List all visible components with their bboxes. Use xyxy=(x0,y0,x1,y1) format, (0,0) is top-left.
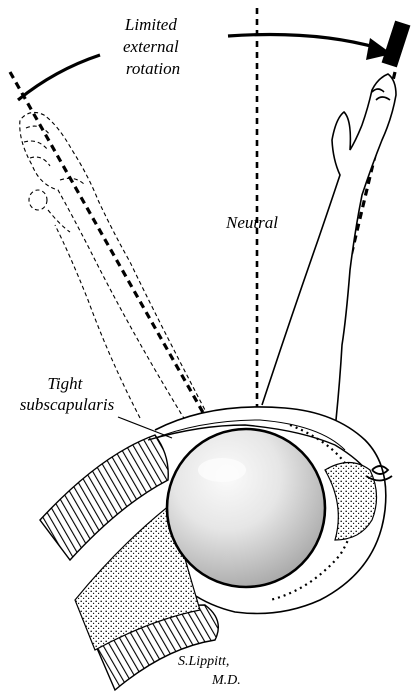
limited-rotation-label: Limited external rotation xyxy=(123,15,183,78)
humeral-head xyxy=(167,429,325,587)
limited-rotation-arc xyxy=(18,55,100,100)
wrist-marker xyxy=(382,21,411,68)
rotation-arrow xyxy=(228,35,378,49)
signature: S.Lippitt, M.D. xyxy=(178,654,241,688)
rotated-arm xyxy=(262,74,396,420)
limited-rotation-line xyxy=(10,72,205,416)
neutral-label: Neutral xyxy=(225,213,278,232)
tight-subscapularis-label: Tight subscapularis xyxy=(20,374,115,414)
